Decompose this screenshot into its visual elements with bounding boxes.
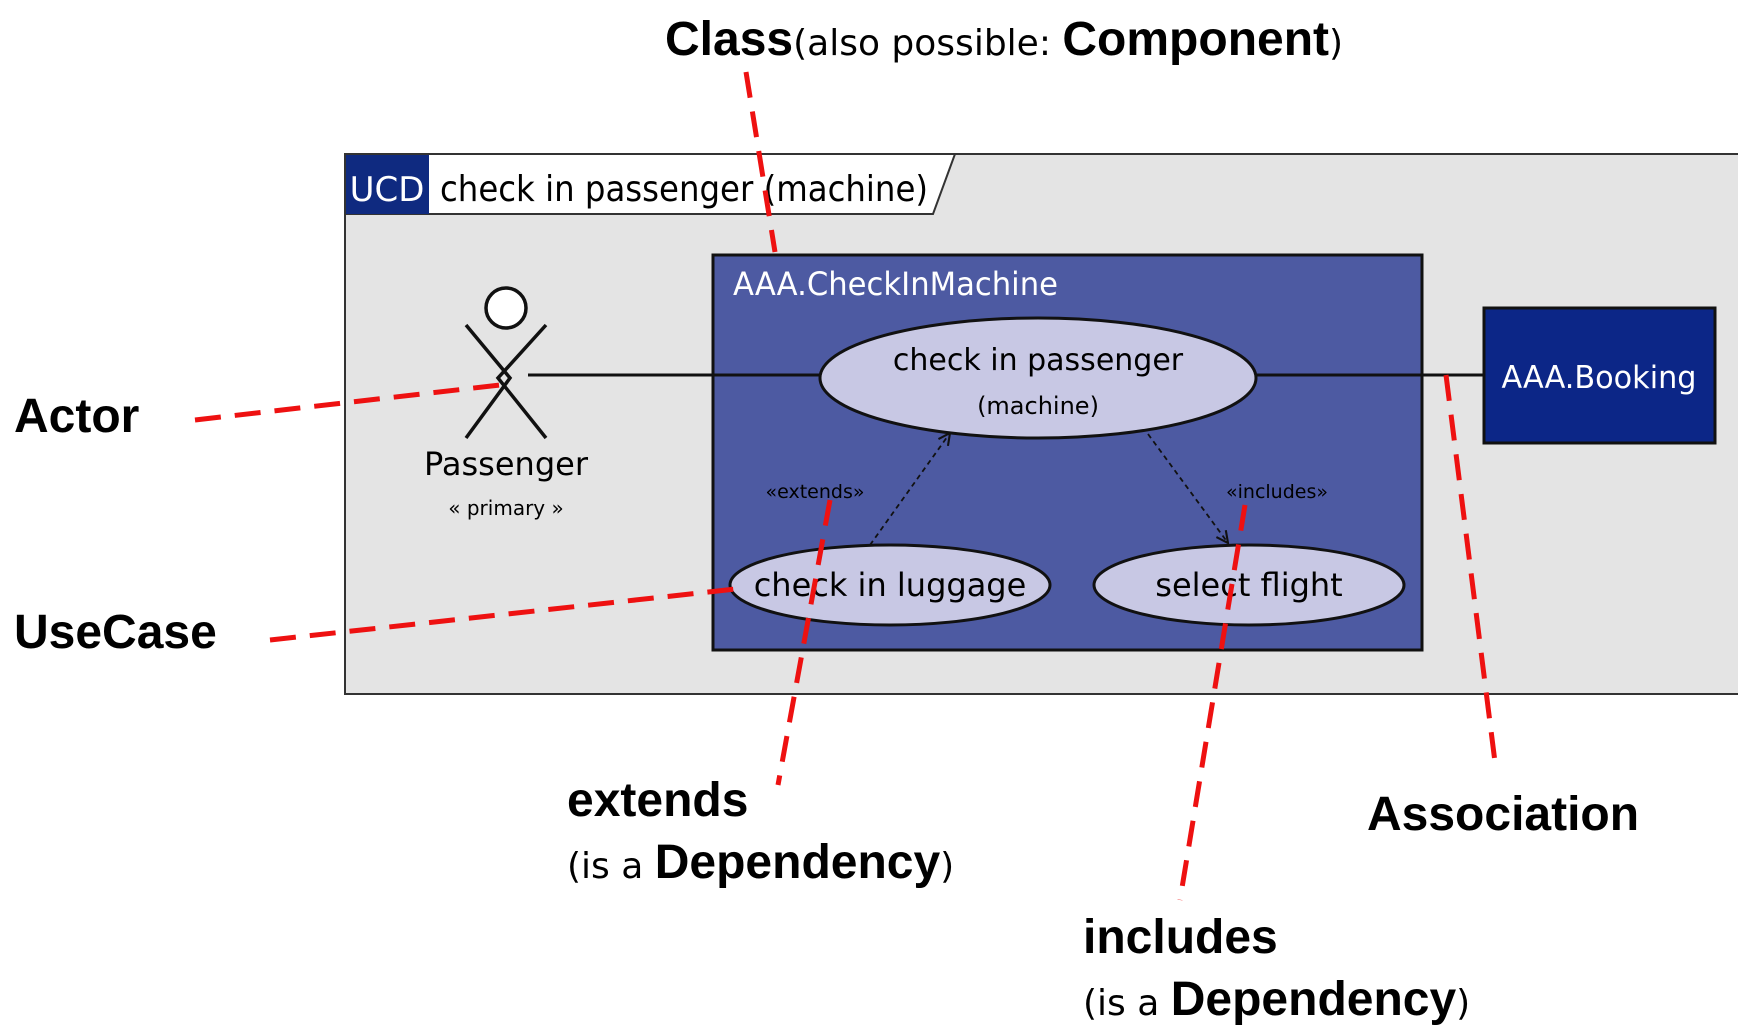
includes-dependency — [1147, 433, 1228, 543]
extends-dependency — [869, 433, 950, 546]
annotation-includes: includes — [1083, 911, 1278, 964]
frame-title-tab — [344, 153, 957, 215]
usecase-luggage: check in luggage — [754, 566, 1027, 604]
annotation-includes-sub: (is a Dependency) — [1083, 973, 1470, 1026]
usecase-check-in-passenger — [818, 316, 1258, 440]
usecase-main-line1: check in passenger — [893, 343, 1184, 378]
extends-stereotype: «extends» — [766, 481, 865, 503]
annotation-association: Association — [1367, 788, 1639, 841]
annotation-class: Class(also possible: Component) — [665, 13, 1343, 66]
annotation-usecase: UseCase — [14, 606, 217, 659]
annotation-leaders — [194, 71, 1499, 901]
usecase-flight: select flight — [1155, 566, 1342, 604]
usecase-check-in-luggage — [728, 543, 1052, 627]
annotation-actor: Actor — [14, 390, 139, 443]
usecase-select-flight — [1092, 543, 1406, 627]
booking-name: AAA.Booking — [1502, 360, 1697, 396]
frame-title: check in passenger (machine) — [440, 169, 928, 210]
frame-tag-box — [346, 155, 429, 214]
class-name: AAA.CheckInMachine — [733, 265, 1058, 303]
frame-tag: UCD — [350, 170, 425, 210]
includes-stereotype: «includes» — [1226, 481, 1328, 503]
actor-passenger — [464, 286, 548, 440]
actor-stereotype: « primary » — [448, 496, 563, 520]
annotation-extends-sub: (is a Dependency) — [567, 836, 954, 889]
actor-name: Passenger — [424, 445, 589, 483]
usecase-main-line2: (machine) — [977, 392, 1099, 420]
class-booking — [1482, 306, 1717, 445]
annotation-extends: extends — [567, 774, 748, 827]
